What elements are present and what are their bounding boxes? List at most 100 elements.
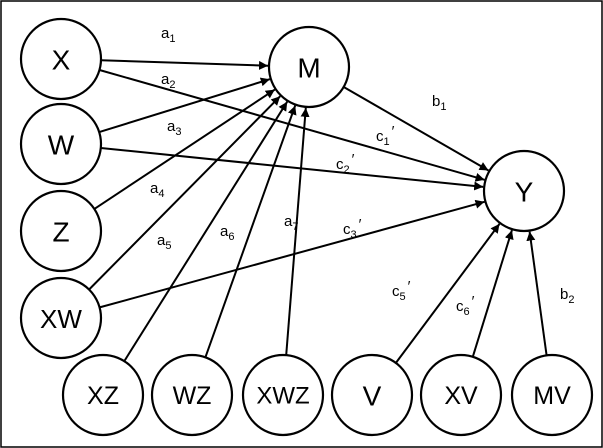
node-y: Y <box>482 149 566 233</box>
edge-label-letter: c <box>376 128 384 145</box>
edge-m-to-y <box>343 86 489 172</box>
node-label: WZ <box>173 382 212 410</box>
edge-label-subscript: 1 <box>169 33 175 45</box>
edge-label-c3: c3′ <box>343 216 362 241</box>
node-circle <box>19 102 103 186</box>
edge-label-c5: c5′ <box>392 278 411 303</box>
edge-label-subscript: 3 <box>351 229 357 241</box>
node-circle <box>19 276 103 360</box>
edge-x-to-y <box>99 69 485 182</box>
edge-label-a5: a5 <box>157 232 171 252</box>
node-label: Y <box>515 177 534 208</box>
node-label: XWZ <box>256 383 309 410</box>
node-xv: XV <box>419 353 503 437</box>
edge-label-subscript: 2 <box>169 79 175 91</box>
edge-label-b1: b1 <box>432 93 446 113</box>
edge-label-letter: a <box>150 180 159 197</box>
edge-label-prime: ′ <box>352 151 355 168</box>
edge-label-subscript: 2 <box>568 294 574 306</box>
edge-label-a3: a3 <box>167 118 181 138</box>
node-label: W <box>48 130 75 161</box>
node-circle <box>61 353 145 437</box>
edge-label-subscript: 1 <box>440 101 446 113</box>
edge-label-subscript: 5 <box>400 291 406 303</box>
edge-label-b2: b2 <box>560 286 574 306</box>
node-label: XW <box>40 304 82 334</box>
edge-label-prime: ′ <box>392 123 395 140</box>
node-circle <box>241 353 325 437</box>
node-label: MV <box>533 382 571 410</box>
node-label: M <box>297 53 320 84</box>
node-z: Z <box>19 189 103 273</box>
edge-label-a2: a2 <box>161 71 175 91</box>
node-circle <box>330 353 414 437</box>
edge-label-a1: a1 <box>161 25 175 45</box>
edge-label-letter: a <box>161 25 170 42</box>
edge-label-c1: c1′ <box>376 123 395 148</box>
edge-label-letter: a <box>284 213 293 230</box>
edge-label-letter: a <box>157 232 166 249</box>
edge-label-letter: a <box>220 223 229 240</box>
edge-xw-to-y <box>99 199 485 309</box>
edge-label-letter: a <box>167 118 176 135</box>
edge-label-subscript: 5 <box>165 240 171 252</box>
node-xz: XZ <box>61 353 145 437</box>
edge-w-to-y <box>100 147 484 191</box>
edge-label-letter: b <box>560 286 568 303</box>
edge-label-subscript: 7 <box>292 221 298 233</box>
edge-xv-to-y <box>471 229 514 358</box>
node-circle <box>150 353 234 437</box>
node-xw: XW <box>19 276 103 360</box>
edge-label-a6: a6 <box>220 223 234 243</box>
edge-label-letter: c <box>392 283 400 300</box>
node-label: X <box>52 45 71 76</box>
node-xwz: XWZ <box>241 353 325 437</box>
edge-label-subscript: 6 <box>228 231 234 243</box>
edge-label-subscript: 2 <box>344 164 350 176</box>
edge-label-letter: c <box>456 298 464 315</box>
edge-label-prime: ′ <box>472 293 475 310</box>
edge-label-c2: c2′ <box>336 151 355 176</box>
node-circle <box>19 17 103 101</box>
edge-label-letter: a <box>161 71 170 88</box>
node-circle <box>419 353 503 437</box>
node-m: M <box>267 25 351 109</box>
node-circle <box>19 189 103 273</box>
edge-label-a7: a7 <box>284 213 298 233</box>
node-circle <box>482 149 566 233</box>
edge-label-letter: c <box>343 221 351 238</box>
node-w: W <box>19 102 103 186</box>
edge-x-to-m <box>100 59 269 70</box>
edge-xz-to-m <box>123 101 289 362</box>
edge-mv-to-y <box>526 231 548 356</box>
node-label: Z <box>52 217 69 248</box>
edge-label-letter: b <box>432 93 440 110</box>
node-circle <box>267 25 351 109</box>
node-x: X <box>19 17 103 101</box>
node-mv: MV <box>510 353 594 437</box>
node-wz: WZ <box>150 353 234 437</box>
edge-label-prime: ′ <box>408 278 411 295</box>
edges-layer <box>88 59 548 364</box>
edge-label-letter: c <box>336 156 344 173</box>
edge-xw-to-m <box>88 95 281 291</box>
edge-label-c6: c6′ <box>456 293 475 318</box>
node-label: XZ <box>87 382 119 410</box>
edge-xwz-to-m <box>285 107 310 356</box>
edge-label-subscript: 4 <box>158 188 164 200</box>
node-v: V <box>330 353 414 437</box>
node-circle <box>510 353 594 437</box>
edge-wz-to-m <box>204 105 297 358</box>
edge-label-subscript: 1 <box>384 136 390 148</box>
node-label: V <box>363 381 382 412</box>
edge-label-subscript: 6 <box>464 306 470 318</box>
edge-z-to-m <box>93 88 276 210</box>
node-label: XV <box>444 382 478 410</box>
edge-label-prime: ′ <box>359 216 362 233</box>
edge-label-a4: a4 <box>150 180 164 200</box>
edge-w-to-m <box>98 77 271 134</box>
